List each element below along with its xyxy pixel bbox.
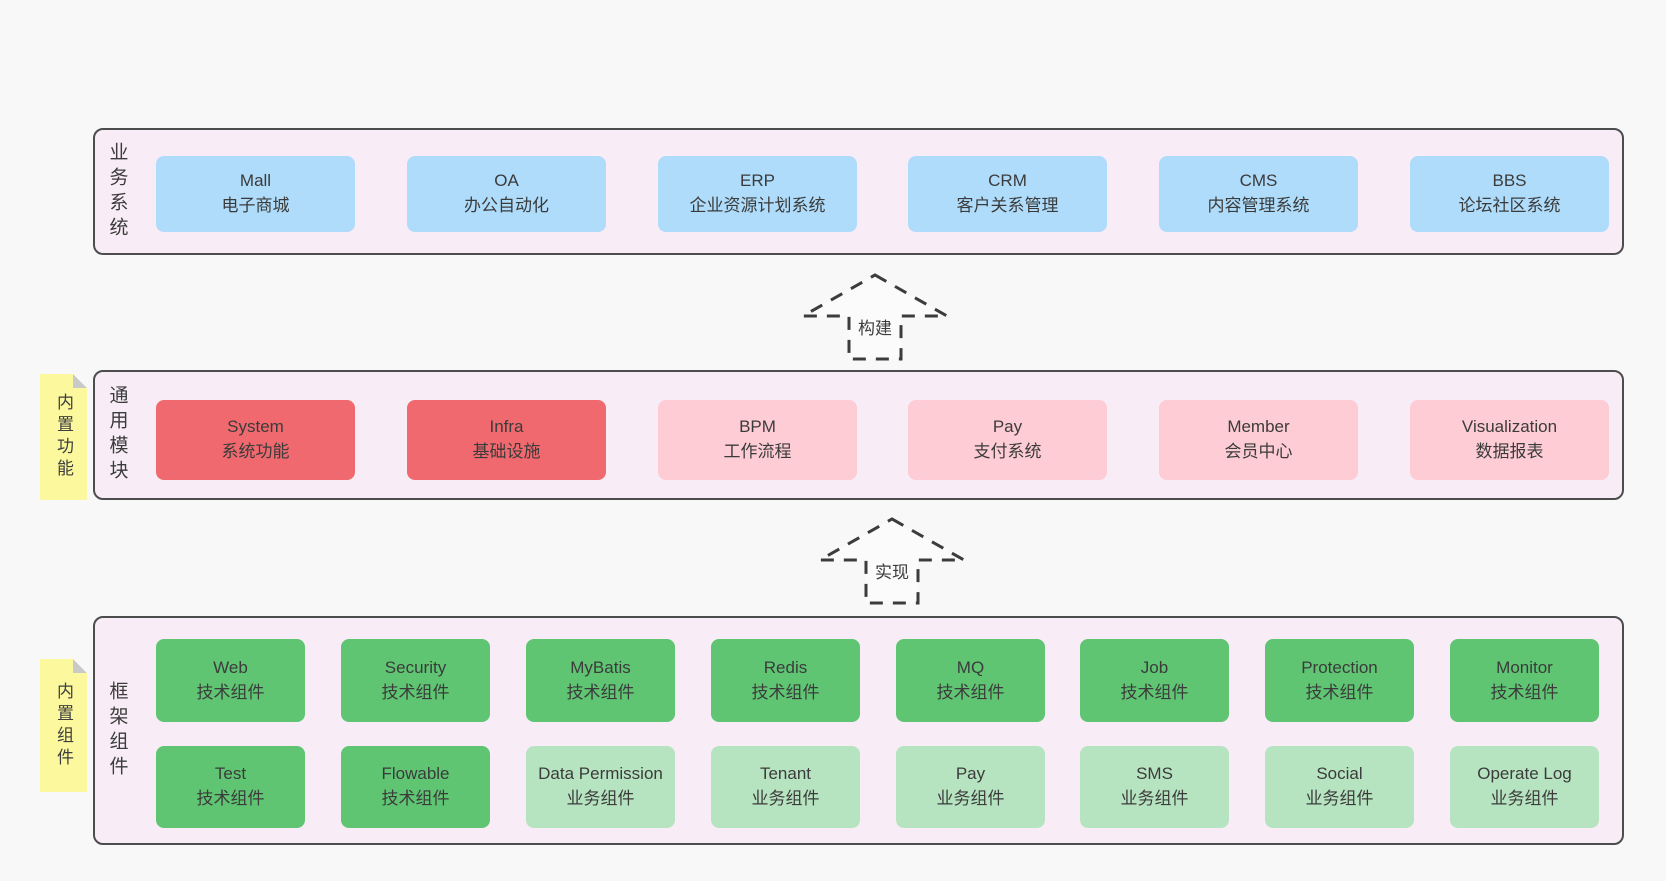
arrow-implement-label: 实现 bbox=[872, 558, 912, 583]
layer-framework-components: 框架组件 Web 技术组件 Security 技术组件 MyBatis 技术组件… bbox=[93, 616, 1624, 845]
box-redis: Redis 技术组件 bbox=[711, 639, 860, 722]
box-visualization: Visualization 数据报表 bbox=[1410, 400, 1609, 480]
box-name: Web bbox=[213, 657, 248, 677]
box-job: Job 技术组件 bbox=[1080, 639, 1229, 722]
layer-business-systems: 业务系统 Mall 电子商城 OA 办公自动化 ERP 企业资源计划系统 CRM… bbox=[93, 128, 1624, 255]
box-test: Test 技术组件 bbox=[156, 746, 305, 828]
box-name: Tenant bbox=[759, 764, 812, 784]
box-desc: 客户关系管理 bbox=[956, 196, 1059, 215]
arrow-build-label: 构建 bbox=[855, 314, 895, 339]
arrow-build: 构建 bbox=[800, 272, 950, 362]
box-desc: 数据报表 bbox=[1475, 442, 1544, 461]
box-desc: 技术组件 bbox=[381, 682, 450, 702]
box-infra: Infra 基础设施 bbox=[407, 400, 606, 480]
box-name: MQ bbox=[956, 657, 985, 677]
box-desc: 内容管理系统 bbox=[1207, 196, 1310, 215]
box-oa: OA 办公自动化 bbox=[407, 156, 606, 232]
box-name: BPM bbox=[739, 417, 776, 437]
box-desc: 技术组件 bbox=[196, 789, 265, 808]
box-desc: 技术组件 bbox=[1120, 682, 1189, 702]
box-member: Member 会员中心 bbox=[1159, 400, 1358, 480]
box-bpm: BPM 工作流程 bbox=[658, 400, 857, 480]
box-tenant: Tenant 业务组件 bbox=[711, 746, 860, 828]
box-desc: 论坛社区系统 bbox=[1458, 196, 1561, 215]
box-security: Security 技术组件 bbox=[341, 639, 490, 722]
box-desc: 技术组件 bbox=[196, 682, 265, 702]
box-name: Member bbox=[1227, 417, 1290, 437]
box-name: Pay bbox=[992, 417, 1023, 437]
box-desc: 业务组件 bbox=[751, 789, 820, 808]
box-name: MyBatis bbox=[570, 657, 631, 677]
box-desc: 办公自动化 bbox=[464, 196, 549, 215]
arrow-implement: 实现 bbox=[817, 516, 967, 606]
box-desc: 业务组件 bbox=[1305, 789, 1374, 808]
box-name: System bbox=[227, 417, 284, 437]
box-name: Visualization bbox=[1461, 417, 1558, 437]
box-erp: ERP 企业资源计划系统 bbox=[658, 156, 857, 232]
box-name: Flowable bbox=[381, 764, 450, 784]
box-desc: 业务组件 bbox=[1120, 789, 1189, 808]
box-pay-component: Pay 业务组件 bbox=[896, 746, 1045, 828]
sticky-note-builtin-features: 内置功能 bbox=[40, 374, 87, 500]
layer-modules-label: 通用模块 bbox=[106, 385, 128, 485]
box-name: OA bbox=[494, 171, 519, 191]
note-text: 内置功能 bbox=[54, 393, 73, 481]
box-web: Web 技术组件 bbox=[156, 639, 305, 722]
box-mq: MQ 技术组件 bbox=[896, 639, 1045, 722]
box-desc: 系统功能 bbox=[221, 442, 290, 461]
box-desc: 技术组件 bbox=[381, 789, 450, 808]
box-sms: SMS 业务组件 bbox=[1080, 746, 1229, 828]
box-name: Security bbox=[384, 657, 447, 677]
sticky-note-builtin-components: 内置组件 bbox=[40, 659, 87, 792]
box-desc: 会员中心 bbox=[1224, 442, 1293, 461]
box-name: Operate Log bbox=[1477, 764, 1572, 784]
box-data-permission: Data Permission 业务组件 bbox=[526, 746, 675, 828]
box-name: Social bbox=[1316, 764, 1363, 784]
box-name: CRM bbox=[988, 171, 1027, 191]
box-desc: 企业资源计划系统 bbox=[689, 196, 826, 215]
box-desc: 技术组件 bbox=[566, 682, 635, 702]
box-mybatis: MyBatis 技术组件 bbox=[526, 639, 675, 722]
box-name: Monitor bbox=[1496, 657, 1553, 677]
layer-common-modules: 通用模块 System 系统功能 Infra 基础设施 BPM 工作流程 Pay… bbox=[93, 370, 1624, 500]
box-name: Protection bbox=[1301, 657, 1378, 677]
box-desc: 技术组件 bbox=[1490, 682, 1559, 702]
box-bbs: BBS 论坛社区系统 bbox=[1410, 156, 1609, 232]
box-social: Social 业务组件 bbox=[1265, 746, 1414, 828]
box-desc: 业务组件 bbox=[936, 789, 1005, 808]
box-name: CMS bbox=[1239, 171, 1278, 191]
box-name: SMS bbox=[1136, 764, 1173, 784]
box-desc: 支付系统 bbox=[973, 442, 1042, 461]
box-system: System 系统功能 bbox=[156, 400, 355, 480]
box-pay-module: Pay 支付系统 bbox=[908, 400, 1107, 480]
box-desc: 技术组件 bbox=[1305, 682, 1374, 702]
box-crm: CRM 客户关系管理 bbox=[908, 156, 1107, 232]
box-desc: 工作流程 bbox=[723, 442, 792, 461]
box-desc: 业务组件 bbox=[566, 789, 635, 808]
box-name: Data Permission bbox=[538, 764, 663, 784]
box-desc: 电子商城 bbox=[221, 196, 290, 215]
box-name: Test bbox=[214, 764, 247, 784]
note-text: 内置组件 bbox=[54, 681, 73, 770]
box-name: ERP bbox=[740, 171, 775, 191]
box-name: Mall bbox=[239, 171, 272, 191]
box-desc: 技术组件 bbox=[936, 682, 1005, 702]
layer-framework-label: 框架组件 bbox=[106, 680, 128, 781]
box-desc: 技术组件 bbox=[751, 682, 820, 702]
box-mall: Mall 电子商城 bbox=[156, 156, 355, 232]
box-name: BBS bbox=[1492, 171, 1527, 191]
box-name: Job bbox=[1140, 657, 1169, 677]
box-protection: Protection 技术组件 bbox=[1265, 639, 1414, 722]
box-name: Infra bbox=[489, 417, 524, 437]
box-flowable: Flowable 技术组件 bbox=[341, 746, 490, 828]
box-operate-log: Operate Log 业务组件 bbox=[1450, 746, 1599, 828]
box-monitor: Monitor 技术组件 bbox=[1450, 639, 1599, 722]
box-desc: 业务组件 bbox=[1490, 789, 1559, 808]
box-name: Redis bbox=[763, 657, 808, 677]
box-cms: CMS 内容管理系统 bbox=[1159, 156, 1358, 232]
layer-business-label: 业务系统 bbox=[106, 141, 128, 242]
box-name: Pay bbox=[955, 764, 986, 784]
box-desc: 基础设施 bbox=[472, 442, 541, 461]
